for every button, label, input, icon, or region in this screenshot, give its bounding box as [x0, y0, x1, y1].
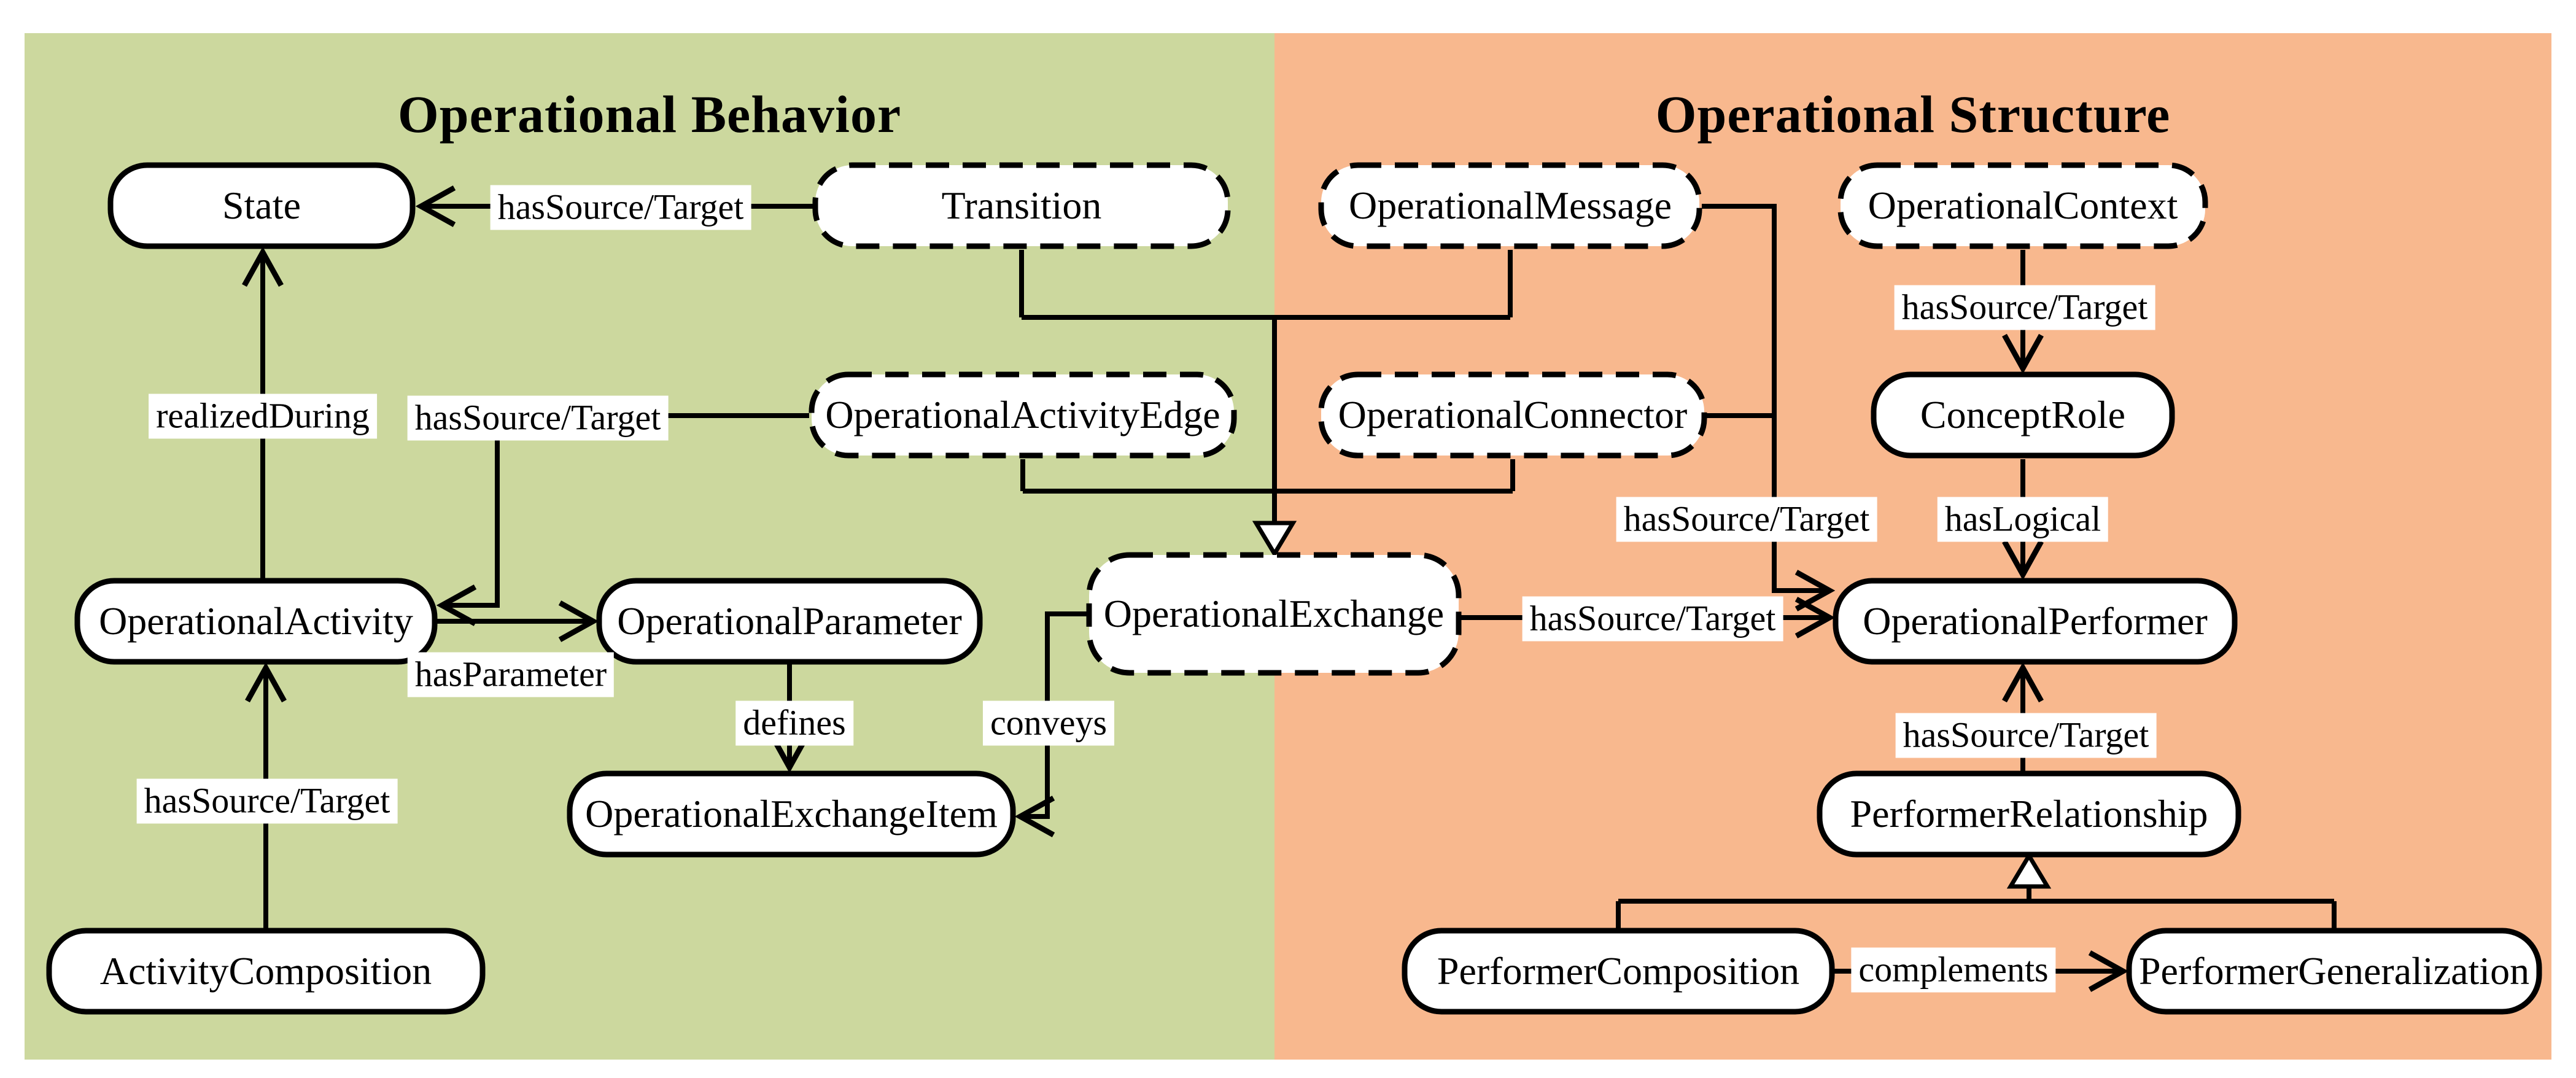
node-concept-role: ConceptRole: [1920, 393, 2126, 436]
edge-label-has-parameter: hasParameter: [407, 652, 615, 697]
edge-line-src-edge-activity: [436, 413, 809, 626]
node-activity-composition: ActivityComposition: [99, 949, 432, 993]
generalization-triangle-exchange: [1252, 521, 1297, 558]
edge-label-src-trans-state: hasSource/Target: [490, 185, 751, 230]
panel-title-structure: Operational Structure: [1655, 85, 2171, 144]
edge-line-src-msgconn-performer: [1702, 204, 1836, 611]
node-state-shape: [107, 162, 416, 249]
node-operational-context: OperationalContext: [1868, 184, 2178, 227]
node-performer-relationship-shape: [1817, 770, 2241, 858]
node-operational-activity-edge-shape: [809, 371, 1237, 459]
node-concept-role-shape: [1871, 371, 2175, 459]
node-performer-generalization: PerformerGeneralization: [2138, 949, 2530, 993]
node-operational-activity-shape: [74, 578, 438, 665]
edge-label-conveys: conveys: [982, 700, 1115, 746]
edge-label-has-logical: hasLogical: [1937, 497, 2109, 542]
node-operational-activity-edge: OperationalActivityEdge: [825, 393, 1220, 436]
node-operational-parameter: OperationalParameter: [617, 599, 962, 643]
node-operational-connector: OperationalConnector: [1338, 393, 1688, 436]
node-operational-message: OperationalMessage: [1348, 184, 1672, 227]
edge-label-src-context-role: hasSource/Target: [1894, 285, 2155, 330]
node-transition: Transition: [941, 184, 1102, 227]
edge-label-src-rel-performer: hasSource/Target: [1895, 713, 2157, 758]
node-operational-parameter-shape: [596, 578, 983, 665]
node-state: State: [222, 184, 301, 227]
node-operational-connector-shape: [1318, 371, 1707, 459]
node-operational-exchange-shape: [1086, 552, 1462, 676]
edge-label-src-edge-activity: hasSource/Target: [407, 395, 669, 441]
node-operational-exchange-item-shape: [567, 770, 1016, 858]
panel-title-behavior: Operational Behavior: [397, 85, 902, 144]
node-operational-exchange: OperationalExchange: [1103, 592, 1445, 635]
node-performer-composition: PerformerComposition: [1437, 949, 1800, 993]
edge-label-complements: complements: [1851, 947, 2056, 993]
node-operational-performer: OperationalPerformer: [1863, 599, 2208, 643]
edge-label-src-composition-activity: hasSource/Target: [136, 778, 398, 824]
edge-label-defines: defines: [735, 700, 853, 746]
edge-label-realized-during: realizedDuring: [149, 394, 377, 439]
edge-label-src-exchange-performer: hasSource/Target: [1522, 596, 1783, 642]
edge-label-src-msgconn-performer: hasSource/Target: [1616, 497, 1877, 542]
node-performer-relationship: PerformerRelationship: [1850, 792, 2208, 836]
node-operational-message-shape: [1318, 162, 1702, 249]
node-operational-exchange-item: OperationalExchangeItem: [585, 792, 998, 836]
node-operational-context-shape: [1837, 162, 2208, 249]
generalization-triangle-relationship: [2006, 851, 2052, 889]
node-transition-shape: [812, 162, 1231, 249]
node-performer-generalization-shape: [2126, 928, 2542, 1015]
node-operational-performer-shape: [1833, 578, 2238, 665]
node-operational-activity: OperationalActivity: [99, 599, 413, 643]
node-activity-composition-shape: [46, 928, 486, 1015]
node-performer-composition-shape: [1402, 928, 1835, 1015]
